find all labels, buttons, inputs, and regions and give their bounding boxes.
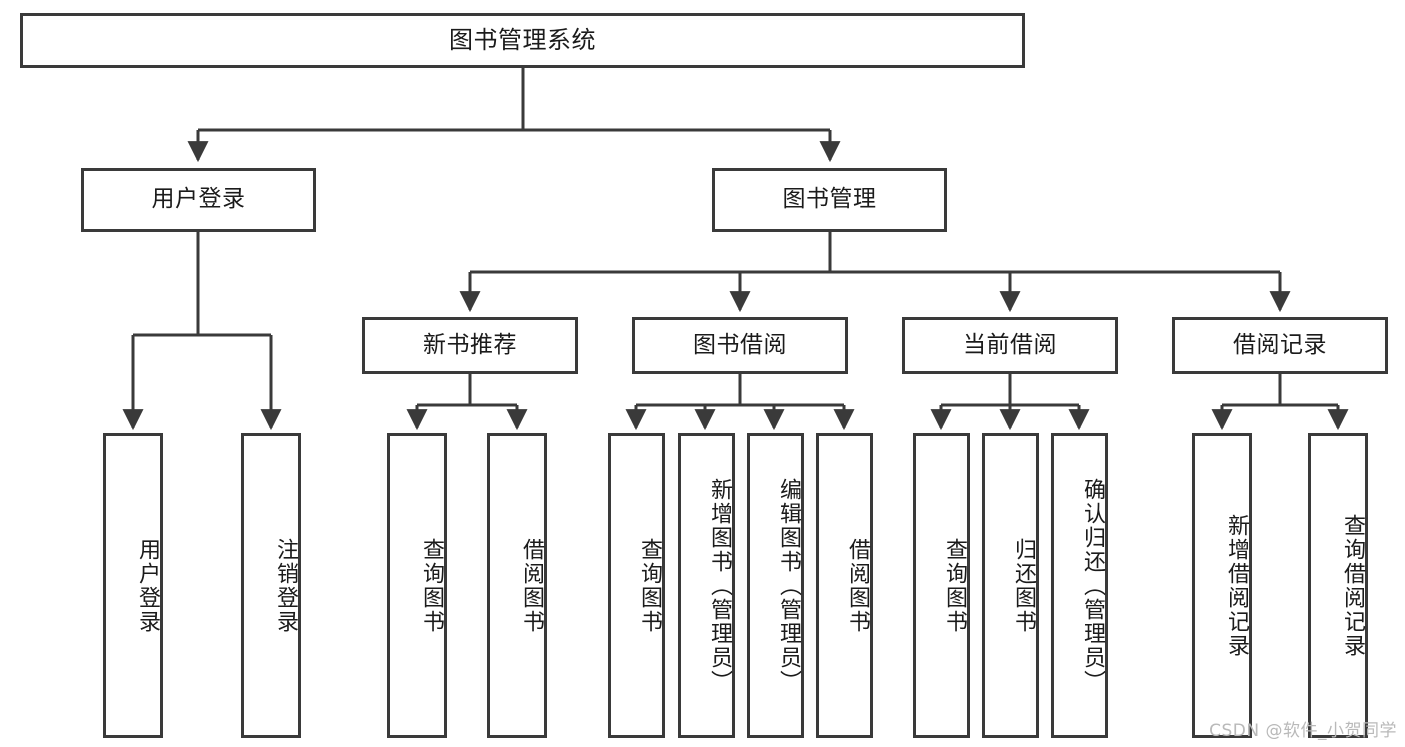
node-book-management-label: 图书管理 (782, 186, 877, 213)
leaf-user-login-logout-label: 注销登录 (273, 537, 298, 634)
node-user-login[interactable]: 用户登录 (81, 168, 316, 232)
leaf-user-login-logout[interactable]: 注销登录 (241, 433, 301, 738)
leaf-borrow-edit-book-admin-label: 编辑图书（管理员） (776, 477, 801, 694)
node-current-borrow-label: 当前借阅 (963, 331, 1057, 358)
node-borrow-record-label: 借阅记录 (1233, 331, 1327, 358)
leaf-new-book-borrow-label: 借阅图书 (519, 537, 544, 634)
node-user-login-label: 用户登录 (151, 186, 246, 213)
node-root-label: 图书管理系统 (449, 26, 596, 55)
leaf-borrow-borrow-book[interactable]: 借阅图书 (816, 433, 873, 738)
node-book-management[interactable]: 图书管理 (712, 168, 947, 232)
leaf-record-add-record[interactable]: 新增借阅记录 (1192, 433, 1252, 738)
leaf-current-query-book-label: 查询图书 (942, 537, 967, 634)
leaf-current-return-book-label: 归还图书 (1011, 537, 1036, 634)
leaf-user-login-login[interactable]: 用户登录 (103, 433, 163, 738)
leaf-borrow-add-book-admin[interactable]: 新增图书（管理员） (678, 433, 735, 738)
leaf-current-confirm-return-admin[interactable]: 确认归还（管理员） (1051, 433, 1108, 738)
node-root[interactable]: 图书管理系统 (20, 13, 1025, 68)
node-current-borrow[interactable]: 当前借阅 (902, 317, 1118, 374)
leaf-new-book-query[interactable]: 查询图书 (387, 433, 447, 738)
leaf-borrow-borrow-book-label: 借阅图书 (845, 537, 870, 634)
node-new-book-recommend[interactable]: 新书推荐 (362, 317, 578, 374)
leaf-borrow-edit-book-admin[interactable]: 编辑图书（管理员） (747, 433, 804, 738)
node-new-book-recommend-label: 新书推荐 (423, 331, 517, 358)
node-borrow-record[interactable]: 借阅记录 (1172, 317, 1388, 374)
leaf-user-login-login-label: 用户登录 (135, 537, 160, 634)
leaf-record-query-record[interactable]: 查询借阅记录 (1308, 433, 1368, 738)
node-book-borrow[interactable]: 图书借阅 (632, 317, 848, 374)
watermark: CSDN @软件_小贺同学 (1209, 721, 1397, 741)
leaf-current-confirm-return-admin-label: 确认归还（管理员） (1080, 477, 1105, 694)
leaf-borrow-query-book-label: 查询图书 (637, 537, 662, 634)
leaf-new-book-query-label: 查询图书 (419, 537, 444, 634)
leaf-new-book-borrow[interactable]: 借阅图书 (487, 433, 547, 738)
leaf-borrow-add-book-admin-label: 新增图书（管理员） (707, 477, 732, 694)
leaf-record-add-record-label: 新增借阅记录 (1224, 513, 1249, 658)
leaf-borrow-query-book[interactable]: 查询图书 (608, 433, 665, 738)
leaf-current-query-book[interactable]: 查询图书 (913, 433, 970, 738)
node-book-borrow-label: 图书借阅 (693, 331, 787, 358)
leaf-record-query-record-label: 查询借阅记录 (1340, 513, 1365, 658)
leaf-current-return-book[interactable]: 归还图书 (982, 433, 1039, 738)
